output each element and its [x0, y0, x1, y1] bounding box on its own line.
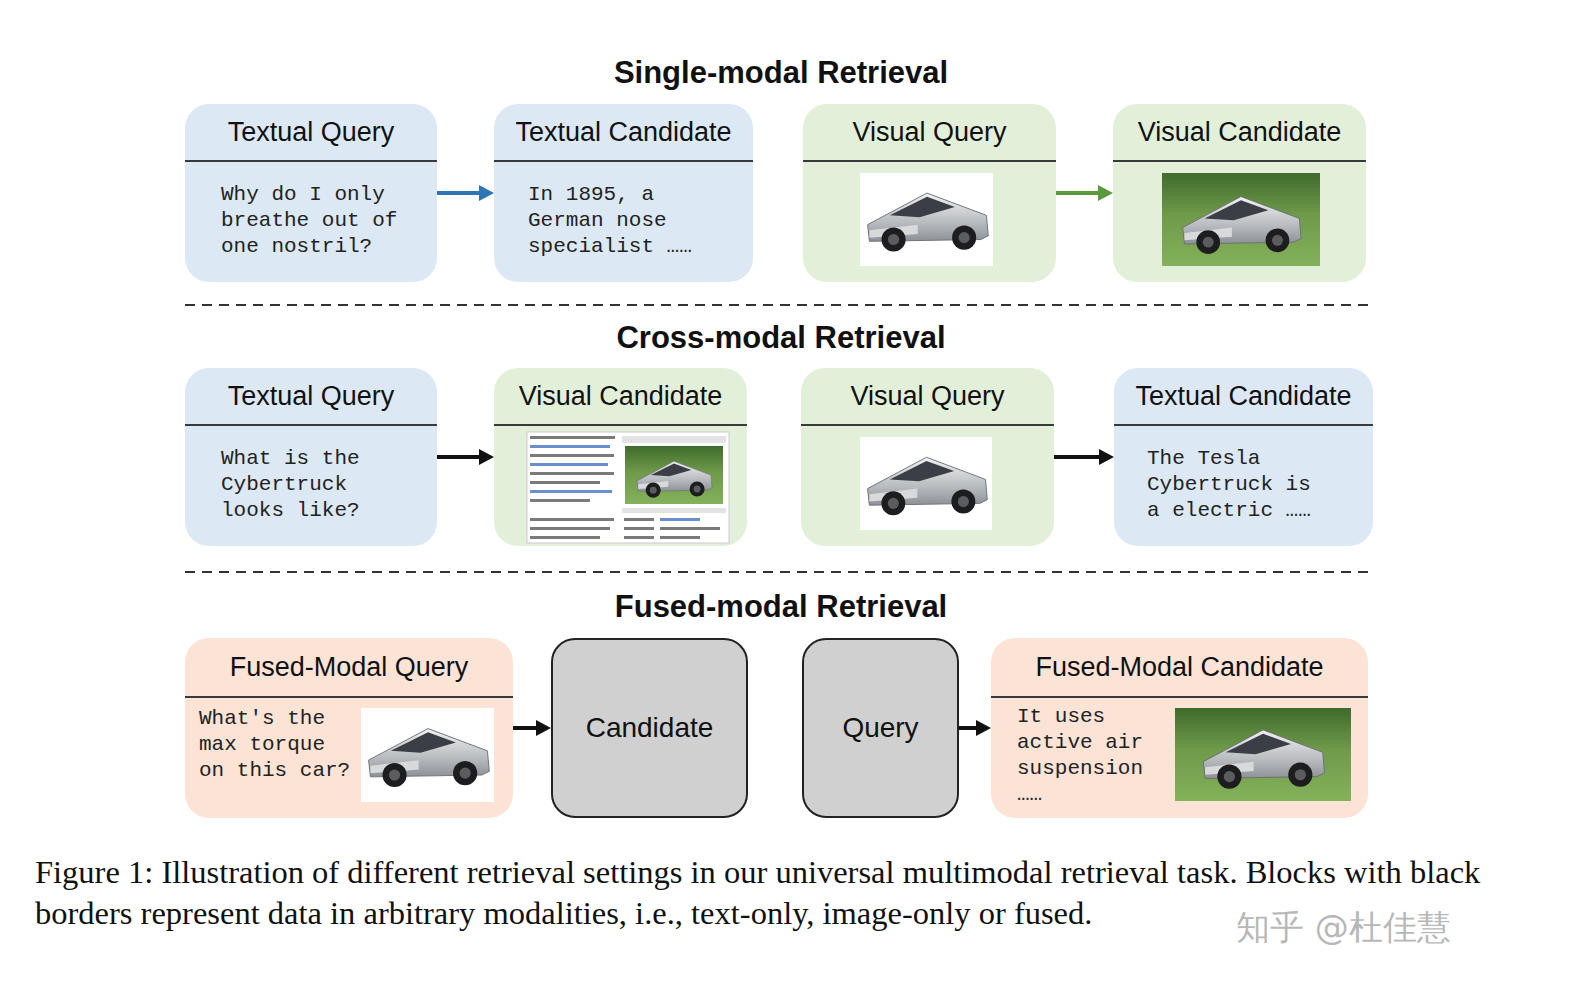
box-label: Query	[804, 640, 957, 816]
arrow-connector	[1056, 191, 1100, 195]
box-header: Textual Candidate	[1114, 368, 1373, 426]
arrow-head	[479, 449, 494, 465]
wiki-screenshot	[527, 432, 729, 543]
modality-box: Textual Candidate In 1895, a German nose …	[494, 104, 753, 282]
box-header: Textual Query	[185, 368, 437, 426]
modality-box: Textual QueryWhy do I only breathe out o…	[185, 104, 437, 282]
placeholder-box: Query	[802, 638, 959, 818]
arrow-connector	[437, 191, 481, 195]
car-photo	[1175, 708, 1351, 801]
car-image	[860, 173, 993, 266]
box-header: Visual Candidate	[494, 368, 747, 426]
box-header: Visual Query	[801, 368, 1054, 426]
box-body-text: What's the max torque on this car?	[199, 706, 359, 784]
car-image	[868, 457, 988, 515]
box-header: Fused-Modal Query	[185, 638, 513, 698]
placeholder-box: Candidate	[551, 638, 748, 818]
box-header: Textual Query	[185, 104, 437, 162]
arrow-connector	[437, 455, 481, 459]
box-body-text: Why do I only breathe out of one nostril…	[221, 182, 411, 260]
watermark: 知乎 @杜佳慧	[1236, 905, 1451, 951]
arrow-connector	[1054, 455, 1101, 459]
dashed-divider	[185, 571, 1368, 573]
car-image	[860, 437, 992, 530]
section-heading: Cross-modal Retrieval	[616, 320, 945, 356]
arrow-connector	[959, 726, 978, 730]
car-photo	[1183, 197, 1301, 254]
box-header: Textual Candidate	[494, 104, 753, 162]
box-body-text: It uses active air suspension ……	[1017, 704, 1167, 808]
dashed-divider	[185, 304, 1368, 306]
wiki-text-lines	[530, 436, 726, 539]
arrow-head	[1099, 449, 1114, 465]
box-label: Candidate	[553, 640, 746, 816]
car-photo	[1203, 730, 1324, 789]
arrow-head	[976, 720, 991, 736]
car-image	[361, 708, 494, 802]
box-body-text: The Tesla Cybertruck is a electric ……	[1147, 446, 1332, 524]
section-heading: Fused-modal Retrieval	[615, 589, 947, 625]
box-body-text: In 1895, a German nose specialist ……	[528, 182, 713, 260]
car-image	[369, 729, 490, 788]
box-header: Fused-Modal Candidate	[991, 638, 1368, 698]
car-photo	[637, 461, 712, 497]
arrow-head	[479, 185, 494, 201]
car-photo	[625, 446, 723, 504]
box-header: Visual Candidate	[1113, 104, 1366, 162]
arrow-head	[1098, 185, 1113, 201]
arrow-connector	[513, 726, 538, 730]
car-photo	[1162, 173, 1320, 266]
box-header: Visual Query	[803, 104, 1056, 162]
arrow-head	[536, 720, 551, 736]
box-body-text: What is the Cybertruck looks like?	[221, 446, 396, 524]
section-heading: Single-modal Retrieval	[614, 55, 948, 91]
car-image	[868, 193, 989, 252]
modality-box: Textual CandidateThe Tesla Cybertruck is…	[1114, 368, 1373, 546]
modality-box: Textual QueryWhat is the Cybertruck look…	[185, 368, 437, 546]
